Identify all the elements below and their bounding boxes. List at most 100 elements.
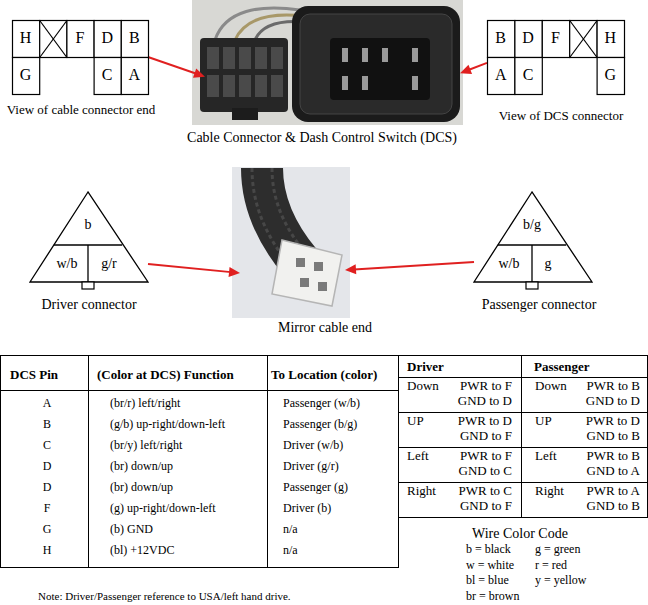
pin-label: C bbox=[102, 66, 113, 84]
blocked-cell bbox=[40, 21, 67, 58]
connector-triangle: b/gw/bgPassenger connector bbox=[474, 188, 592, 290]
triangle-outline bbox=[474, 192, 592, 282]
table-cell: H bbox=[43, 544, 52, 558]
table-cell: Driver (b) bbox=[283, 502, 331, 516]
connector-triangle: bw/bg/rDriver connector bbox=[30, 188, 148, 290]
pin-cell bbox=[570, 21, 597, 58]
pin-label: F bbox=[76, 29, 85, 47]
table-cell: GND to A bbox=[587, 464, 640, 479]
pin-label: B bbox=[129, 29, 140, 47]
pin-cell bbox=[515, 21, 542, 58]
pin-cell bbox=[94, 21, 121, 58]
table-cell: PWR to F bbox=[460, 449, 512, 464]
pin-label: F bbox=[551, 29, 560, 47]
pin-label: g/r bbox=[101, 256, 117, 272]
table-cell: PWR to D bbox=[458, 414, 512, 429]
color-code-text: r = red bbox=[535, 559, 567, 573]
table-cell: (br/y) left/right bbox=[110, 439, 182, 453]
pin-cell bbox=[542, 21, 569, 58]
table-cell: (br) down/up bbox=[110, 460, 173, 474]
pointer-arrow bbox=[148, 57, 205, 78]
table-cell: G bbox=[43, 523, 52, 537]
pin-label: b/g bbox=[523, 217, 541, 233]
color-code-text: br = brown bbox=[466, 590, 519, 604]
table-cell: B bbox=[43, 418, 51, 432]
table-cell: Right bbox=[407, 484, 436, 499]
connector-view-grid: HFDBGCAView of cable connector end bbox=[12, 20, 148, 94]
arrow-shaft bbox=[148, 57, 196, 74]
arrow-shaft bbox=[354, 262, 474, 269]
table-cell: (br) down/up bbox=[110, 481, 173, 495]
pin-label: D bbox=[101, 29, 113, 47]
caption-text: View of cable connector end bbox=[7, 103, 156, 118]
blocked-cell bbox=[570, 21, 597, 58]
color-code-text: b = black bbox=[466, 543, 511, 557]
photo-node: Cable Connector & Dash Control Switch (D… bbox=[205, 10, 460, 125]
pin-cell bbox=[121, 58, 148, 95]
table-cell: Driver (g/r) bbox=[283, 460, 339, 474]
table-cell: GND to F bbox=[460, 429, 512, 444]
pin-cell bbox=[40, 21, 67, 58]
table-cell: C bbox=[43, 439, 51, 453]
table-lines bbox=[0, 355, 648, 568]
pin-cell bbox=[597, 58, 624, 95]
color-code-text: w = white bbox=[466, 559, 514, 573]
pin-cell bbox=[13, 21, 40, 58]
table-cell: Down bbox=[535, 379, 567, 394]
table-cell: PWR to C bbox=[459, 484, 512, 499]
arrow-shaft bbox=[148, 264, 231, 272]
table-cell: n/a bbox=[283, 544, 298, 558]
color-code-text: y = yellow bbox=[535, 574, 586, 588]
pin-cell bbox=[515, 58, 542, 95]
divider bbox=[87, 245, 88, 282]
table-cell: GND to D bbox=[586, 394, 640, 409]
table-cell: PWR to B bbox=[587, 379, 640, 394]
table-cell: Passenger (g) bbox=[283, 481, 348, 495]
table-cell: PWR to A bbox=[587, 484, 640, 499]
caption-text: Passenger connector bbox=[482, 297, 597, 313]
pin-cell bbox=[597, 21, 624, 58]
pointer-arrow bbox=[460, 63, 487, 74]
pin-label: H bbox=[605, 29, 617, 47]
table-cell: Left bbox=[407, 449, 429, 464]
pin-label: H bbox=[20, 29, 32, 47]
table-cell: Passenger (w/b) bbox=[283, 397, 360, 411]
caption-text: Driver connector bbox=[41, 297, 136, 313]
table-cell: GND to C bbox=[459, 464, 512, 479]
table-cell: To Location (color) bbox=[271, 368, 377, 383]
table-cell: PWR to D bbox=[586, 414, 640, 429]
table-cell: D bbox=[43, 481, 52, 495]
pin-label: A bbox=[495, 66, 507, 84]
connector-view-grid: BDFHACGView of DCS connector bbox=[487, 20, 624, 94]
pin-cell bbox=[488, 21, 515, 58]
table-cell: (g/b) up-right/down-left bbox=[110, 418, 225, 432]
table-cell: Passenger bbox=[534, 360, 590, 375]
caption-text: Cable Connector & Dash Control Switch (D… bbox=[187, 130, 457, 146]
dcs-photo bbox=[192, 0, 463, 125]
blocked-cell bbox=[40, 21, 67, 58]
table-cell: (bl) +12VDC bbox=[110, 544, 174, 558]
photo-node: Mirror cable end bbox=[240, 168, 345, 318]
pin-label: D bbox=[522, 29, 534, 47]
table-cell: Driver (w/b) bbox=[283, 439, 343, 453]
color-code-text: g = green bbox=[535, 543, 580, 557]
connector-outline bbox=[474, 188, 592, 300]
table-cell: Right bbox=[535, 484, 564, 499]
pin-label: G bbox=[605, 66, 617, 84]
arrow-shaft bbox=[468, 63, 487, 70]
color-code-text: Wire Color Code bbox=[472, 526, 568, 542]
table-cell: GND to D bbox=[458, 394, 512, 409]
pin-cell bbox=[13, 58, 40, 95]
table-cell: Driver bbox=[407, 360, 444, 375]
table-cell: F bbox=[44, 502, 51, 516]
table-cell: D bbox=[43, 460, 52, 474]
latch-tab bbox=[526, 282, 538, 289]
table-cell: n/a bbox=[283, 523, 298, 537]
table-cell: PWR to B bbox=[587, 449, 640, 464]
note-text: Note: Driver/Passenger reference to USA/… bbox=[38, 590, 291, 603]
table-cell: GND to B bbox=[587, 499, 640, 514]
table-cell: (g) up-right/down-left bbox=[110, 502, 216, 516]
caption-text: Mirror cable end bbox=[278, 320, 372, 336]
table-cell: Passenger (b/g) bbox=[283, 418, 357, 432]
color-code-text: bl = blue bbox=[466, 574, 509, 588]
